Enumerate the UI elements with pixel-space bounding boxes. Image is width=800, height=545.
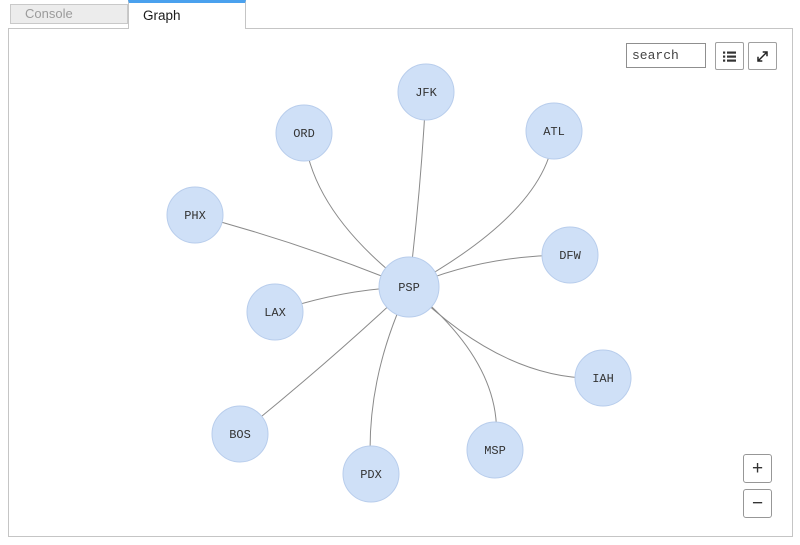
zoom-out-button[interactable]: −	[743, 489, 772, 518]
graph-node-atl[interactable]: ATL	[525, 102, 583, 160]
list-icon	[721, 48, 738, 65]
graph-node-dfw[interactable]: DFW	[541, 226, 599, 284]
graph-node-lax[interactable]: LAX	[246, 283, 304, 341]
graph-node-iah[interactable]: IAH	[574, 349, 632, 407]
graph-node-ord[interactable]: ORD	[275, 104, 333, 162]
search-input[interactable]	[626, 43, 706, 68]
node-details-button[interactable]	[715, 42, 744, 70]
graph-node-phx[interactable]: PHX	[166, 186, 224, 244]
tab-graph[interactable]: Graph	[128, 0, 246, 29]
graph-node-psp[interactable]: PSP	[378, 256, 440, 318]
graph-node-jfk[interactable]: JFK	[397, 63, 455, 121]
graph-edge[interactable]	[194, 214, 410, 288]
tab-bar: Console Graph	[0, 0, 800, 29]
graph-edge[interactable]	[408, 286, 604, 379]
graph-node-bos[interactable]: BOS	[211, 405, 269, 463]
tab-console[interactable]: Console	[10, 4, 128, 24]
fullscreen-button[interactable]	[748, 42, 777, 70]
zoom-in-button[interactable]: +	[743, 454, 772, 483]
graph-node-pdx[interactable]: PDX	[342, 445, 400, 503]
graph-node-msp[interactable]: MSP	[466, 421, 524, 479]
graph-canvas[interactable]: PSP JFK ORD ATL PHX DFW LAX IAH BOS MSP PDX	[9, 29, 792, 536]
expand-icon	[754, 48, 771, 65]
graph-panel: PSP JFK ORD ATL PHX DFW LAX IAH BOS MSP PDX	[8, 28, 793, 537]
graph-toolbar	[626, 42, 777, 70]
zoom-controls: + −	[743, 454, 772, 518]
